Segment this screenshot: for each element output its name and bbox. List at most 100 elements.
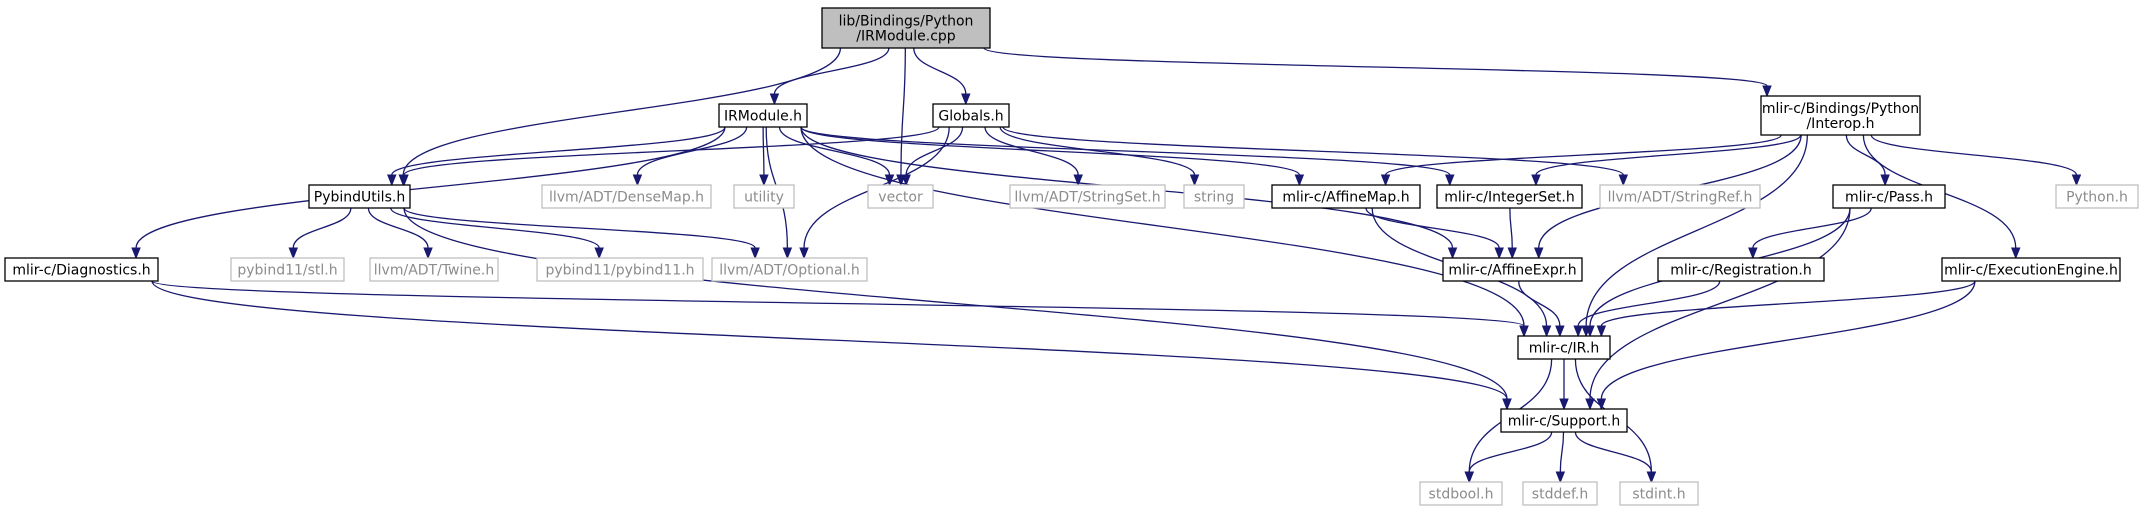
node-label: llvm/ADT/DenseMap.h: [549, 190, 704, 206]
node-support-h[interactable]: mlir-c/Support.h: [1500, 408, 1628, 433]
edge-line: [762, 126, 765, 176]
edge-arrowhead: [1541, 325, 1552, 338]
node-box: [541, 184, 712, 209]
nodes-layer: lib/Bindings/Python/IRModule.cppIRModule…: [4, 7, 2139, 506]
node-executionengine-h[interactable]: mlir-c/ExecutionEngine.h: [1941, 257, 2121, 282]
node-registration-h[interactable]: mlir-c/Registration.h: [1657, 257, 1825, 282]
edge-line: [1574, 431, 1653, 473]
node-globals-h[interactable]: Globals.h: [932, 103, 1010, 128]
node-label: pybind11/stl.h: [237, 263, 337, 279]
edge-line: [390, 207, 600, 249]
node-label: lib/Bindings/Python: [839, 14, 974, 30]
edge-line: [800, 126, 1451, 176]
node-label: llvm/ADT/StringSet.h: [1014, 190, 1160, 206]
edge-line: [778, 126, 891, 176]
edge-arrowhead: [1507, 247, 1517, 260]
edge-line: [402, 47, 842, 176]
edge-arrowhead: [1502, 398, 1512, 411]
edge-line: [900, 47, 906, 176]
node-diagnostics-h[interactable]: mlir-c/Diagnostics.h: [4, 257, 159, 282]
node-box: [718, 103, 808, 128]
node-irmodule-h[interactable]: IRModule.h: [718, 103, 808, 128]
edge-pass-h-to-registration-h: [1748, 207, 1872, 260]
edge-interop-h-to-python-h: [1870, 134, 2082, 187]
node-box: [1832, 184, 1946, 209]
edge-diagnostics-h-to-support-h: [151, 280, 1512, 411]
edge-interop-h-to-pass-h: [1845, 134, 1890, 187]
edge-globals-h-to-stringref-h: [1002, 126, 1629, 187]
edge-line: [1577, 280, 1721, 327]
node-vector: vector: [867, 184, 934, 209]
edge-arrowhead: [1189, 174, 1200, 187]
edge-globals-h-to-pybindutils-h: [399, 126, 940, 187]
node-label: mlir-c/Registration.h: [1670, 263, 1812, 279]
node-root[interactable]: lib/Bindings/Python/IRModule.cpp: [821, 7, 991, 49]
node-label: /Interop.h: [1806, 116, 1874, 132]
node-pass-h[interactable]: mlir-c/Pass.h: [1832, 184, 1946, 209]
node-stddef-h: stddef.h: [1522, 481, 1598, 506]
edge-affineexpr-h-to-ir-h: [1518, 280, 1565, 338]
edge-pybindutils-h-to-twine-h: [367, 207, 433, 260]
edge-arrowhead: [769, 93, 780, 106]
node-label: IRModule.h: [724, 109, 802, 125]
node-box: [711, 257, 868, 282]
node-box: [1619, 481, 1699, 506]
edge-arrowhead: [1559, 398, 1569, 411]
edge-arrowhead: [1762, 85, 1772, 98]
edge-arrowhead: [387, 174, 397, 187]
edge-arrowhead: [1596, 325, 1607, 338]
node-ir-h[interactable]: mlir-c/IR.h: [1517, 335, 1611, 360]
edge-line: [151, 280, 1508, 400]
edge-line: [800, 126, 1301, 176]
edge-pass-h-to-support-h: [1585, 207, 1851, 411]
node-pybindutils-h[interactable]: PybindUtils.h: [308, 184, 411, 209]
node-box: [1760, 95, 1921, 136]
node-optional-h: llvm/ADT/Optional.h: [711, 257, 868, 282]
node-integerset-h[interactable]: mlir-c/IntegerSet.h: [1436, 184, 1583, 209]
edge-line: [999, 126, 1196, 176]
edge-arrowhead: [2071, 174, 2082, 187]
edge-interop-h-to-affinemap-h: [1380, 134, 1782, 187]
edge-root-to-globals-h: [913, 47, 971, 106]
edge-line: [1509, 207, 1513, 249]
edge-line: [636, 126, 748, 176]
edge-arrowhead: [1585, 325, 1595, 338]
node-affinemap-h[interactable]: mlir-c/AffineMap.h: [1271, 184, 1421, 209]
node-box: [1009, 184, 1166, 209]
node-string: string: [1183, 184, 1245, 209]
edge-irmodule-h-to-densemap-h: [632, 126, 748, 187]
node-interop-h[interactable]: mlir-c/Bindings/Python/Interop.h: [1760, 95, 1921, 136]
node-label: utility: [744, 190, 784, 206]
node-box: [4, 257, 159, 282]
edge-arrowhead: [399, 174, 409, 187]
edge-line: [800, 126, 1525, 327]
node-box: [308, 184, 411, 209]
node-label: /IRModule.cpp: [856, 29, 956, 45]
edge-pybindutils-h-to-pybind-stl-h: [288, 207, 352, 260]
edge-arrowhead: [1447, 247, 1458, 260]
edge-line: [1845, 134, 1886, 176]
edge-pybindutils-h-to-support-h: [403, 207, 1512, 411]
node-label: Python.h: [2066, 190, 2128, 206]
edge-line: [1585, 134, 1808, 327]
edge-line: [403, 207, 1508, 400]
edge-line: [1752, 207, 1872, 249]
edge-line: [391, 126, 726, 176]
node-label: llvm/ADT/StringRef.h: [1608, 190, 1753, 206]
node-box: [1442, 257, 1583, 282]
edge-arrowhead: [1573, 325, 1583, 338]
edge-line: [1365, 207, 1500, 249]
edge-affinemap-h-to-affineexpr-h: [1365, 207, 1504, 260]
edge-diagnostics-h-to-ir-h: [151, 280, 1529, 338]
edge-support-h-to-stdint-h: [1574, 431, 1657, 484]
edge-line: [1518, 280, 1561, 327]
edge-support-h-to-stdbool-h: [1464, 431, 1553, 484]
node-box: [1183, 184, 1245, 209]
edge-irmodule-h-to-utility: [759, 126, 769, 187]
edge-arrowhead: [1748, 247, 1758, 260]
node-affineexpr-h[interactable]: mlir-c/AffineExpr.h: [1442, 257, 1583, 282]
node-box: [1500, 408, 1628, 433]
edge-arrowhead: [1880, 174, 1890, 187]
node-label: mlir-c/Support.h: [1508, 414, 1620, 430]
